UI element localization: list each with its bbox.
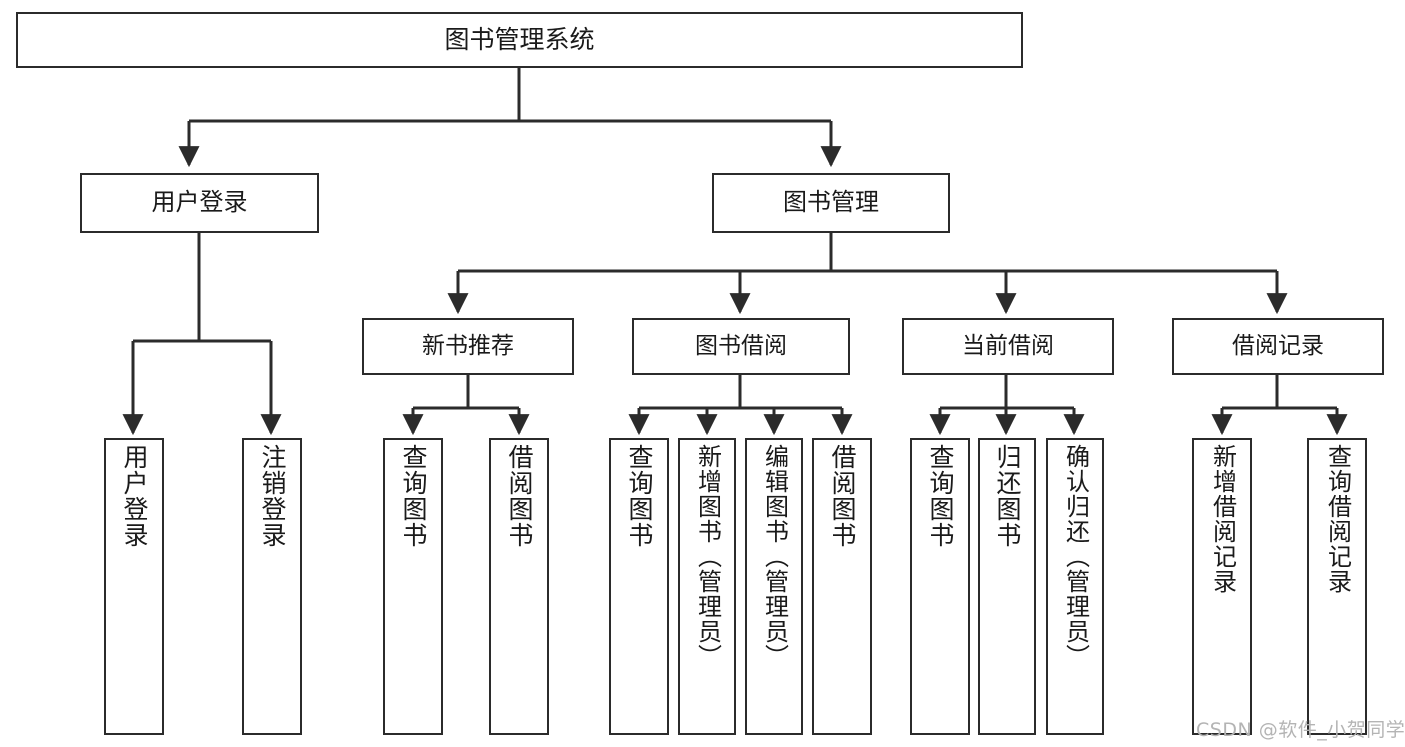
leaf-book-borrow-edit-book-admin[interactable]: 编辑图书（管理员）: [745, 438, 803, 735]
node-user-login[interactable]: 用户登录: [80, 173, 319, 233]
node-book-borrow[interactable]: 图书借阅: [632, 318, 850, 375]
node-label: 用户登录: [120, 444, 149, 548]
node-book-management[interactable]: 图书管理: [712, 173, 950, 233]
leaf-borrow-record-add-record[interactable]: 新增借阅记录: [1192, 438, 1252, 735]
node-label: 借阅记录: [1232, 333, 1324, 360]
node-label: 归还图书: [993, 444, 1022, 548]
node-label: 用户登录: [151, 188, 248, 217]
node-label: 编辑图书（管理员）: [760, 444, 789, 669]
node-label: 新增借阅记录: [1208, 444, 1237, 594]
node-label: 图书管理: [783, 188, 879, 217]
node-label: 查询图书: [625, 444, 654, 548]
node-label: 查询借阅记录: [1323, 444, 1352, 594]
node-label: 借阅图书: [505, 444, 534, 548]
leaf-book-borrow-borrow-book[interactable]: 借阅图书: [812, 438, 872, 735]
node-new-book-recommend[interactable]: 新书推荐: [362, 318, 574, 375]
node-current-borrow[interactable]: 当前借阅: [902, 318, 1114, 375]
node-label: 新增图书（管理员）: [693, 444, 722, 669]
leaf-current-borrow-confirm-return-admin[interactable]: 确认归还（管理员）: [1046, 438, 1104, 735]
node-label: 借阅图书: [828, 444, 857, 548]
leaf-current-borrow-query-book[interactable]: 查询图书: [910, 438, 970, 735]
node-label: 图书管理系统: [444, 24, 595, 54]
node-label: 确认归还（管理员）: [1061, 444, 1090, 669]
leaf-current-borrow-return-book[interactable]: 归还图书: [978, 438, 1036, 735]
leaf-user-login-signout[interactable]: 注销登录: [242, 438, 302, 735]
node-label: 新书推荐: [422, 333, 514, 360]
leaf-new-book-query-book[interactable]: 查询图书: [383, 438, 443, 735]
node-label: 查询图书: [399, 444, 428, 548]
node-label: 查询图书: [926, 444, 955, 548]
leaf-book-borrow-add-book-admin[interactable]: 新增图书（管理员）: [678, 438, 736, 735]
leaf-new-book-borrow-book[interactable]: 借阅图书: [489, 438, 549, 735]
leaf-user-login-signin[interactable]: 用户登录: [104, 438, 164, 735]
node-label: 图书借阅: [695, 333, 787, 360]
leaf-borrow-record-query-record[interactable]: 查询借阅记录: [1307, 438, 1367, 735]
watermark-text: CSDN @软件_小贺同学: [1196, 719, 1405, 741]
node-borrow-record[interactable]: 借阅记录: [1172, 318, 1384, 375]
leaf-book-borrow-query-book[interactable]: 查询图书: [609, 438, 669, 735]
node-root-book-management-system[interactable]: 图书管理系统: [16, 12, 1023, 68]
node-label: 当前借阅: [962, 333, 1054, 360]
node-label: 注销登录: [258, 444, 287, 548]
